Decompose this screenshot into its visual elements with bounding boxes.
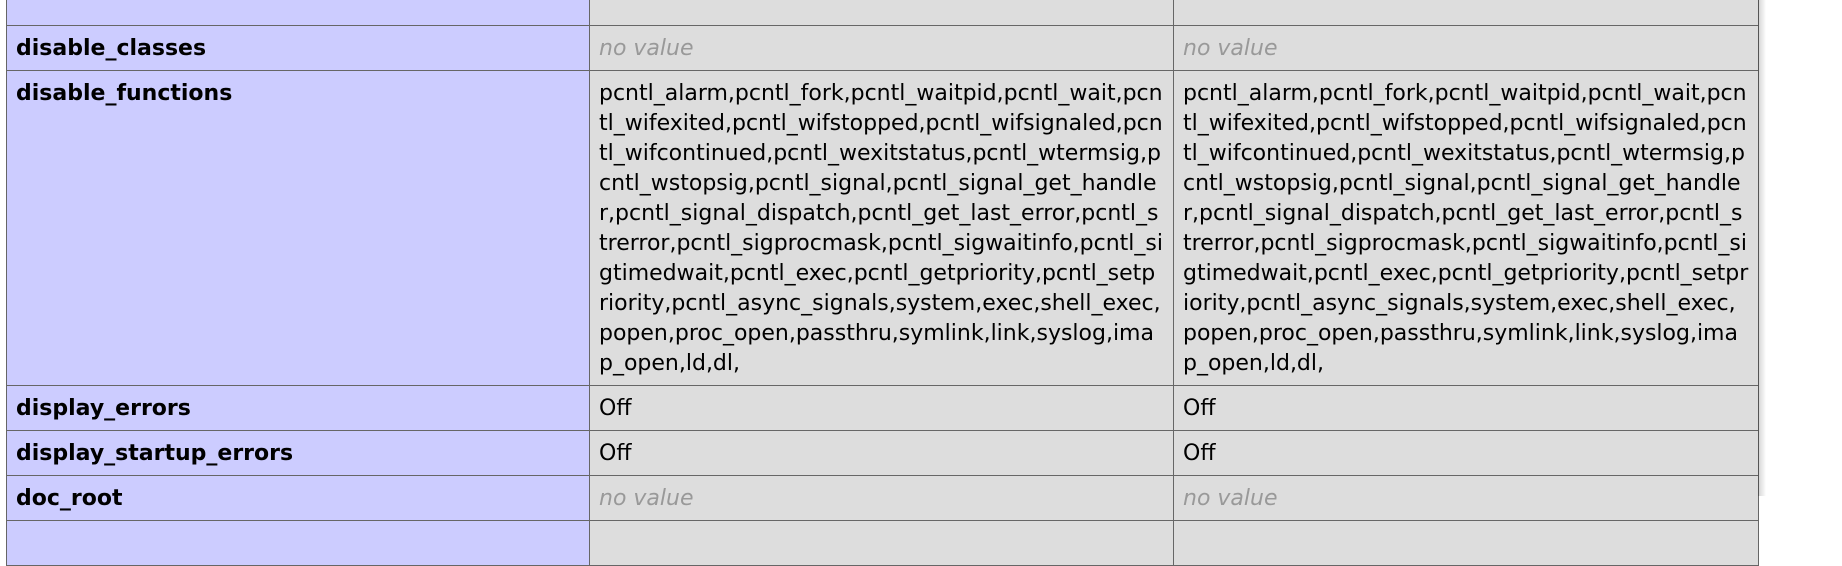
directive-name: doc_root <box>6 475 590 521</box>
directive-name: display_errors <box>6 385 590 431</box>
php-config-table: disable_classes no value no value disabl… <box>6 0 1759 566</box>
table-row: display_startup_errors Off Off <box>6 430 1759 476</box>
local-value-cell-cut-off <box>589 520 1174 566</box>
table-row: disable_classes no value no value <box>6 25 1759 71</box>
master-value: no value <box>1173 25 1759 71</box>
php-config-table-container: disable_classes no value no value disabl… <box>6 0 1759 566</box>
table-row: doc_root no value no value <box>6 475 1759 521</box>
directive-cell-cut-off <box>6 520 590 566</box>
master-value: pcntl_alarm,pcntl_fork,pcntl_waitpid,pcn… <box>1173 70 1759 386</box>
local-value: Off <box>589 430 1174 476</box>
master-value: no value <box>1173 475 1759 521</box>
master-value-cell-cut-off <box>1173 520 1759 566</box>
table-row-partial-bottom <box>6 520 1759 566</box>
page-edge-shadow <box>1758 0 1766 496</box>
local-value: Off <box>589 385 1174 431</box>
local-value: no value <box>589 25 1174 71</box>
master-value: Off <box>1173 385 1759 431</box>
table-row: disable_functions pcntl_alarm,pcntl_fork… <box>6 70 1759 386</box>
master-value: Off <box>1173 430 1759 476</box>
master-value-cell-cut-off <box>1173 0 1759 26</box>
table-row-partial-top <box>6 0 1759 26</box>
table-row: display_errors Off Off <box>6 385 1759 431</box>
local-value-cell-cut-off <box>589 0 1174 26</box>
directive-name: disable_classes <box>6 25 590 71</box>
directive-name: disable_functions <box>6 70 590 386</box>
directive-cell-cut-off <box>6 0 590 26</box>
directive-name: display_startup_errors <box>6 430 590 476</box>
local-value: no value <box>589 475 1174 521</box>
local-value: pcntl_alarm,pcntl_fork,pcntl_waitpid,pcn… <box>589 70 1174 386</box>
